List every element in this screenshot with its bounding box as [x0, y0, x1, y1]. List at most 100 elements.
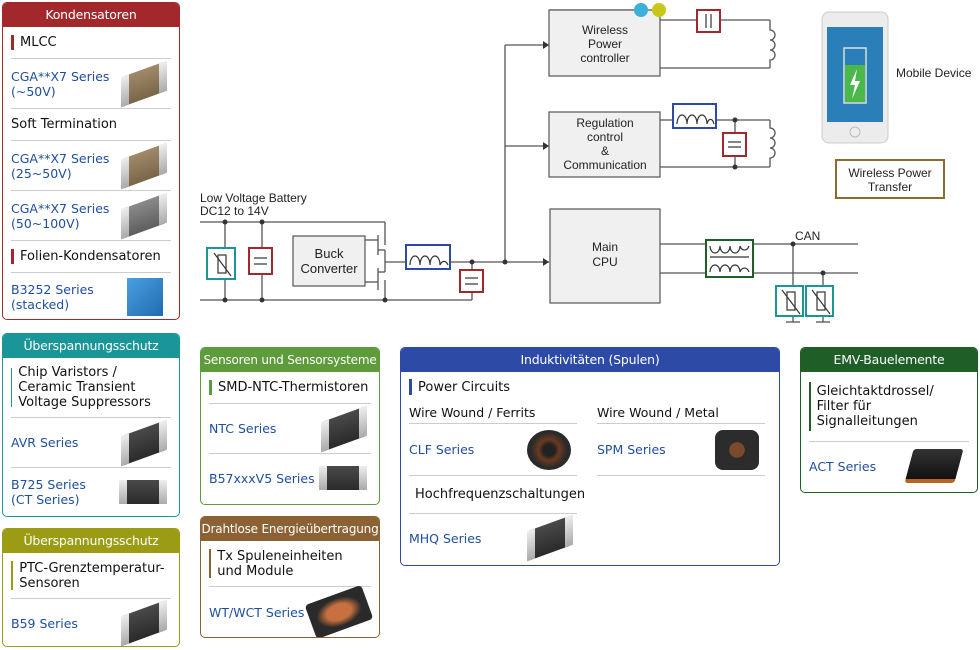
- metal-inductor-icon: [715, 429, 759, 470]
- wpc-label: Power: [588, 37, 622, 51]
- list-item[interactable]: CGA**X7 Series(~50V): [11, 59, 171, 109]
- list-item[interactable]: WT/WCT Series: [209, 584, 374, 637]
- list-item[interactable]: B59 Series: [11, 599, 171, 646]
- item-label: SPM Series: [597, 442, 666, 457]
- wpc-label: Wireless: [582, 23, 628, 37]
- panel-drahtlose-energie: Drahtlose Energieübertragung Tx Spulenei…: [200, 516, 380, 638]
- list-item[interactable]: CGA**X7 Series(50~100V): [11, 191, 171, 241]
- section-title: Tx Spuleneinheiten und Module: [217, 548, 343, 579]
- item-sublabel: (25~50V): [11, 165, 72, 181]
- panel-ueberspannungsschutz-ptc: Überspannungsschutz PTC-Grenztemperatur-…: [2, 528, 180, 647]
- power-inductor-icon: [527, 429, 571, 470]
- section-title: Gleichtaktdrossel/ Filter für Signalleit…: [816, 384, 934, 429]
- item-label: AVR Series: [11, 435, 79, 450]
- battery-voltage-label: DC12 to 14V: [200, 204, 269, 218]
- varistor-symbol-icon: [805, 285, 834, 317]
- list-item[interactable]: SPM Series: [597, 424, 765, 476]
- wireless-power-transfer-box: [835, 159, 945, 199]
- item-label: CGA**X7 Series: [11, 150, 110, 166]
- item-label: MHQ Series: [409, 530, 482, 546]
- section-title: Power Circuits: [418, 379, 511, 395]
- coil-module-icon: [304, 584, 374, 637]
- section-title: SMD-NTC-Thermistoren: [218, 380, 369, 395]
- item-label: WT/WCT Series: [209, 604, 305, 620]
- varistor-chip-icon: [121, 419, 167, 466]
- item-sublabel: (stacked): [11, 297, 70, 312]
- capacitor-symbol-icon: [459, 269, 484, 293]
- panel-title: Induktivitäten (Spulen): [401, 348, 779, 372]
- item-label: CGA**X7 Series: [11, 68, 110, 84]
- panel-title: Drahtlose Energieübertragung: [201, 517, 379, 541]
- buck-converter-block: [292, 235, 366, 287]
- item-label: ACT Series: [809, 458, 877, 474]
- mlcc-chip-icon: [121, 142, 167, 189]
- item-sublabel: (CT Series): [11, 492, 80, 507]
- list-item[interactable]: B725 Series(CT Series): [11, 468, 171, 516]
- list-item[interactable]: MHQ Series: [409, 514, 577, 562]
- item-sublabel: (~50V): [11, 83, 56, 99]
- mlcc-chip-icon: [121, 60, 167, 107]
- item-sublabel: (50~100V): [11, 215, 80, 231]
- panel-title: Überspannungsschutz: [3, 334, 179, 358]
- panel-kondensatoren: Kondensatoren MLCC CGA**X7 Series(~50V) …: [2, 2, 180, 320]
- panel-sensoren: Sensoren und Sensorsysteme SMD-NTC-Therm…: [200, 347, 380, 505]
- wireless-power-controller-block: [548, 9, 661, 77]
- varistor-symbol-icon: [775, 285, 804, 317]
- buck-label: Converter: [300, 261, 358, 276]
- section-mlcc: MLCC: [20, 35, 57, 50]
- section-soft-termination: Soft Termination: [11, 109, 171, 141]
- panel-title: Sensoren und Sensorsysteme: [201, 348, 379, 372]
- battery-label: Low Voltage Battery: [200, 191, 307, 205]
- varistor-symbol-icon: [206, 247, 236, 280]
- common-mode-filter-icon: [904, 449, 964, 483]
- item-label: B59 Series: [11, 615, 78, 631]
- mlcc-chip-icon: [121, 192, 167, 239]
- list-item[interactable]: CLF Series: [409, 424, 577, 476]
- item-label: B57xxxV5 Series: [209, 470, 315, 486]
- mobile-device-icon: [821, 11, 889, 144]
- section-folien: Folien-Kondensatoren: [20, 249, 161, 264]
- item-label: CGA**X7 Series: [11, 200, 110, 216]
- main-cpu-block: [549, 208, 661, 304]
- regulation-block: [548, 111, 661, 178]
- section-title: Hochfrequenzschaltungen: [415, 487, 586, 502]
- varistor-chip-icon: [119, 480, 167, 504]
- item-label: B3252 Series: [11, 282, 94, 297]
- hf-inductor-icon: [527, 514, 573, 562]
- reg-label: control: [587, 130, 623, 144]
- cpu-label: Main: [592, 240, 618, 254]
- subsection-title: Wire Wound / Metal: [597, 402, 765, 424]
- reg-label: &: [601, 144, 609, 158]
- list-item[interactable]: AVR Series: [11, 418, 171, 468]
- panel-title: Kondensatoren: [3, 3, 179, 27]
- list-item[interactable]: CGA**X7 Series(25~50V): [11, 141, 171, 191]
- buck-label: Buck: [315, 246, 344, 261]
- wpc-label: controller: [580, 51, 629, 65]
- section-title: Chip Varistors / Ceramic Transient Volta…: [18, 365, 151, 410]
- reg-label: Communication: [563, 158, 646, 172]
- ntc-chip-icon: [321, 405, 367, 452]
- subsection-title: Wire Wound / Ferrits: [409, 402, 577, 424]
- item-label: NTC Series: [209, 421, 277, 436]
- panel-title: EMV-Bauelemente: [801, 348, 977, 372]
- film-capacitor-icon: [127, 278, 163, 316]
- panel-induktivitaeten: Induktivitäten (Spulen) Power Circuits W…: [400, 347, 780, 566]
- panel-emv: EMV-Bauelemente Gleichtaktdrossel/ Filte…: [800, 347, 978, 493]
- panel-ueberspannungsschutz-varistors: Überspannungsschutz Chip Varistors / Cer…: [2, 333, 180, 517]
- wpt-label: Wireless Power: [848, 166, 931, 180]
- list-item[interactable]: NTC Series: [209, 404, 371, 454]
- panel-title: Überspannungsschutz: [3, 529, 179, 553]
- list-item[interactable]: B3252 Series(stacked): [11, 273, 171, 319]
- item-label: CLF Series: [409, 442, 475, 457]
- ptc-chip-icon: [121, 599, 167, 646]
- cpu-label: CPU: [592, 255, 617, 269]
- mobile-device-label: Mobile Device: [896, 66, 972, 80]
- section-title: PTC-Grenztemperatur-Sensoren: [19, 560, 165, 591]
- list-item[interactable]: ACT Series: [809, 442, 969, 490]
- list-item[interactable]: B57xxxV5 Series: [209, 454, 371, 502]
- capacitor-symbol-icon: [248, 247, 273, 275]
- ntc-chip-icon: [319, 466, 367, 490]
- capacitor-symbol-icon: [696, 9, 721, 33]
- item-label: B725 Series: [11, 477, 86, 492]
